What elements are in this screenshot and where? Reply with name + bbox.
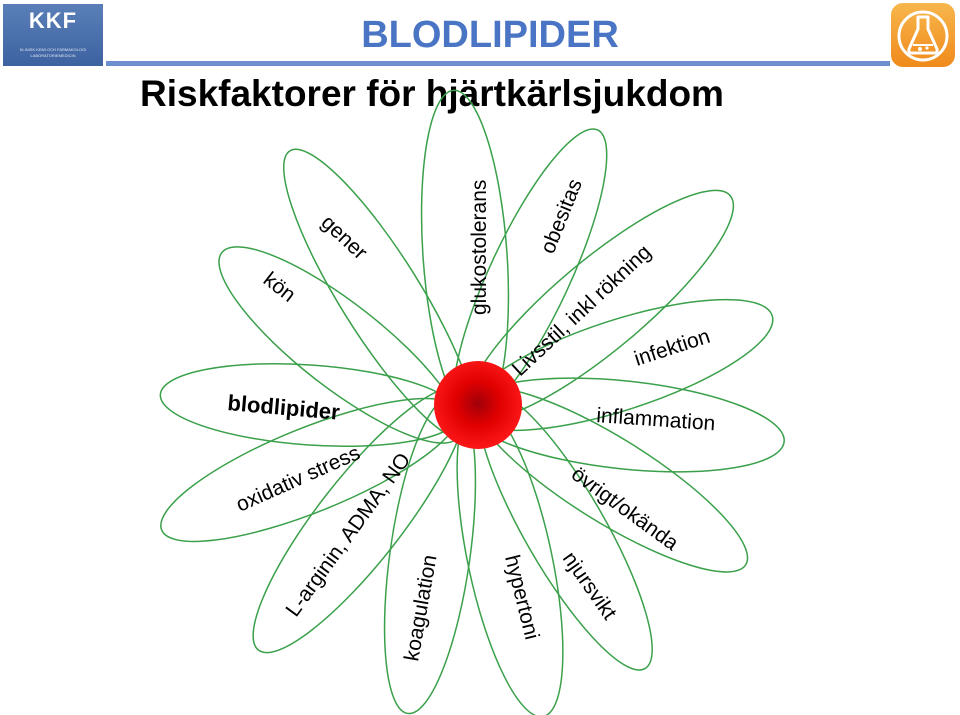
kkf-logo-subtext-2: LABORATORIEMEDICIN: [30, 53, 76, 58]
flask-icon: [897, 10, 949, 62]
center-sphere: [434, 361, 522, 449]
label-kon: kön: [259, 268, 300, 307]
label-blodlipider: blodlipider: [227, 390, 342, 425]
label-glukostolerans: glukostolerans: [468, 180, 491, 315]
header-rule: [106, 61, 890, 66]
label-gener: gener: [317, 211, 372, 264]
kkf-logo-subtext-1: KLINISK KEMI OCH FARMAKOLOGI: [19, 47, 87, 52]
label-ovrigt: övrigt/okända: [567, 462, 683, 555]
label-inflammation: inflammation: [596, 404, 716, 435]
label-njursvikt: njursvikt: [558, 548, 621, 624]
label-obesitas: obesitas: [536, 176, 587, 257]
label-hypertoni: hypertoni: [500, 553, 543, 642]
kkf-logo: KKF KLINISK KEMI OCH FARMAKOLOGI LABORAT…: [3, 4, 103, 66]
label-oxidativ: oxidativ stress: [233, 441, 364, 516]
kkf-logo-text: KKF: [28, 8, 78, 33]
subtitle: Riskfaktorer för hjärtkärlsjukdom: [140, 73, 724, 114]
flask-logo: [891, 3, 955, 67]
label-infektion: infektion: [631, 325, 712, 371]
page-title: BLODLIPIDER: [361, 14, 619, 56]
label-koagulation: koagulation: [400, 553, 441, 663]
